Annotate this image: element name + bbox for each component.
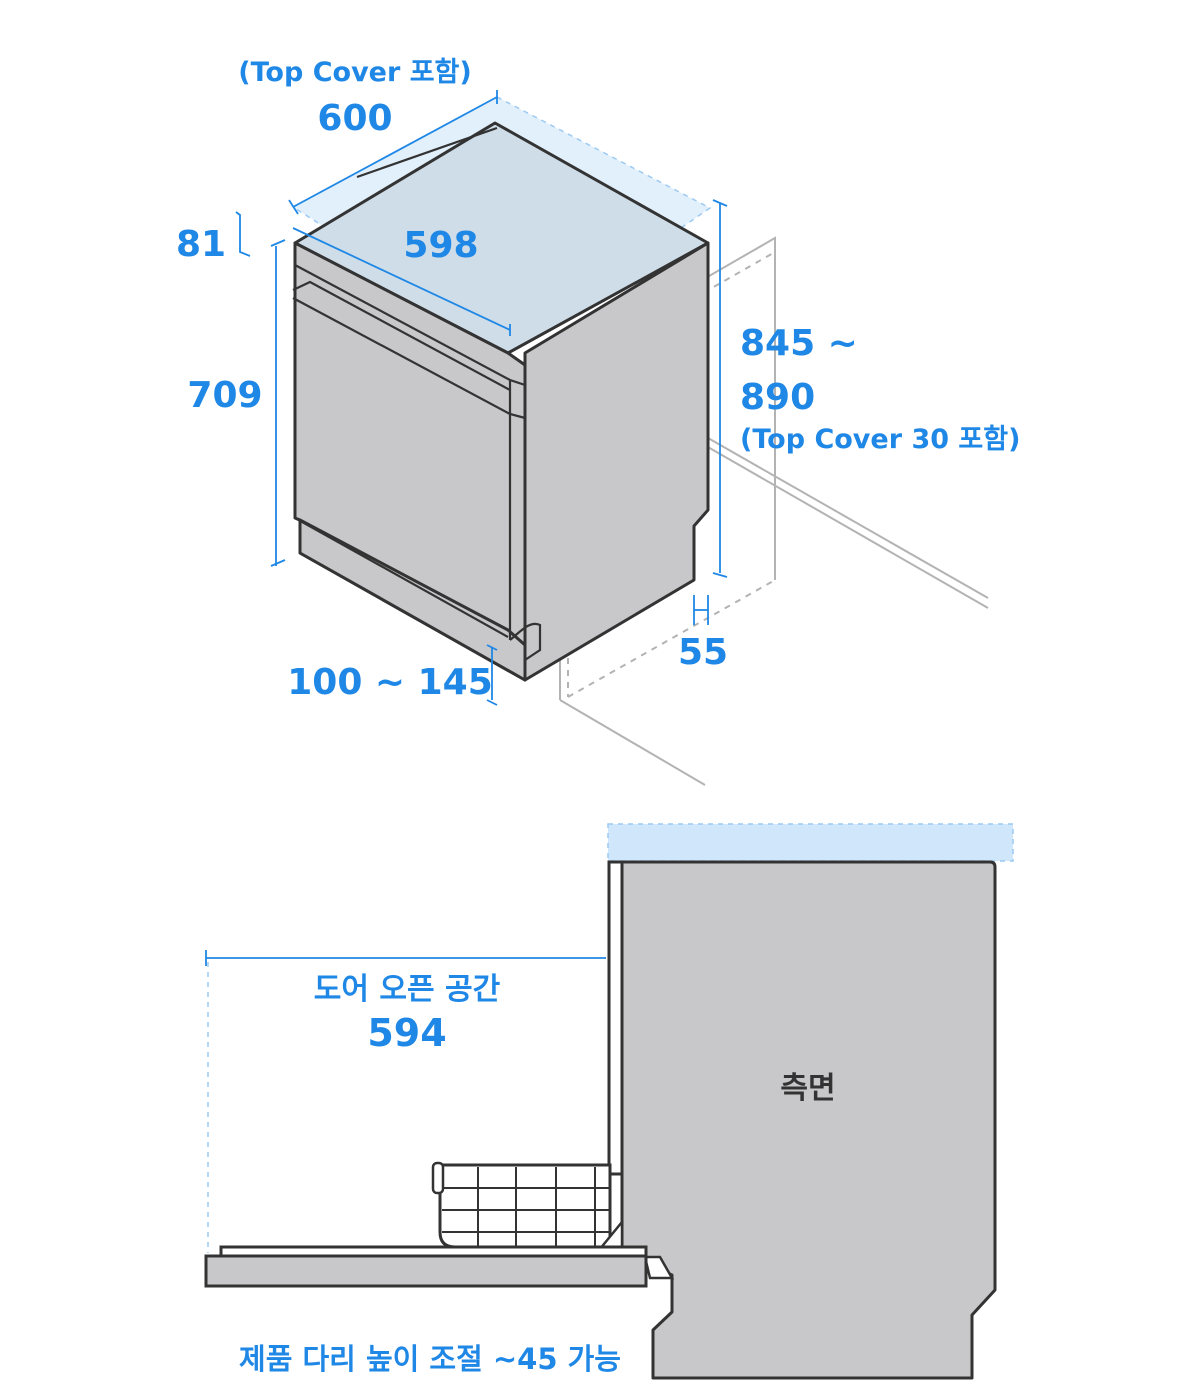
- top-cover-highlight: [607, 823, 1014, 862]
- width-body-label: 598: [403, 225, 478, 266]
- leg-adjust-note: 제품 다리 높이 조절 ~45 가능: [239, 1342, 621, 1376]
- total-height-label-1: 845 ~: [740, 323, 858, 364]
- isometric-view: (Top Cover 포함) 600 598 81 709 845 ~ 890 …: [176, 57, 1020, 786]
- body-details: [292, 126, 542, 661]
- side-view: 도어 오픈 공간 594 측면 제품 다리 높이 조절 ~45 가능: [204, 823, 1014, 1380]
- door-space-label: 도어 오픈 공간: [314, 972, 501, 1007]
- kick-plate: [298, 518, 527, 682]
- total-height-note-label: (Top Cover 30 포함): [740, 424, 1020, 455]
- door-space-value: 594: [367, 1011, 446, 1055]
- top-height-label: 81: [176, 224, 226, 265]
- base-height-label: 100 ~ 145: [287, 662, 493, 703]
- side-body: [620, 860, 997, 1380]
- width-note-label: (Top Cover 포함): [238, 57, 471, 88]
- dishwasher-body: [293, 121, 710, 682]
- opened-door: [204, 1245, 648, 1288]
- door-space-dimension: [205, 950, 606, 966]
- gap-label: 55: [678, 632, 728, 673]
- door-front: [607, 860, 624, 1176]
- door-basket: [431, 1161, 612, 1249]
- side-panel: [523, 241, 710, 682]
- dimension-lines: [235, 90, 728, 706]
- body-height-label: 709: [187, 375, 262, 416]
- total-height-label-2: 890: [740, 377, 815, 418]
- side-label: 측면: [780, 1071, 835, 1106]
- width-top-label: 600: [317, 98, 392, 139]
